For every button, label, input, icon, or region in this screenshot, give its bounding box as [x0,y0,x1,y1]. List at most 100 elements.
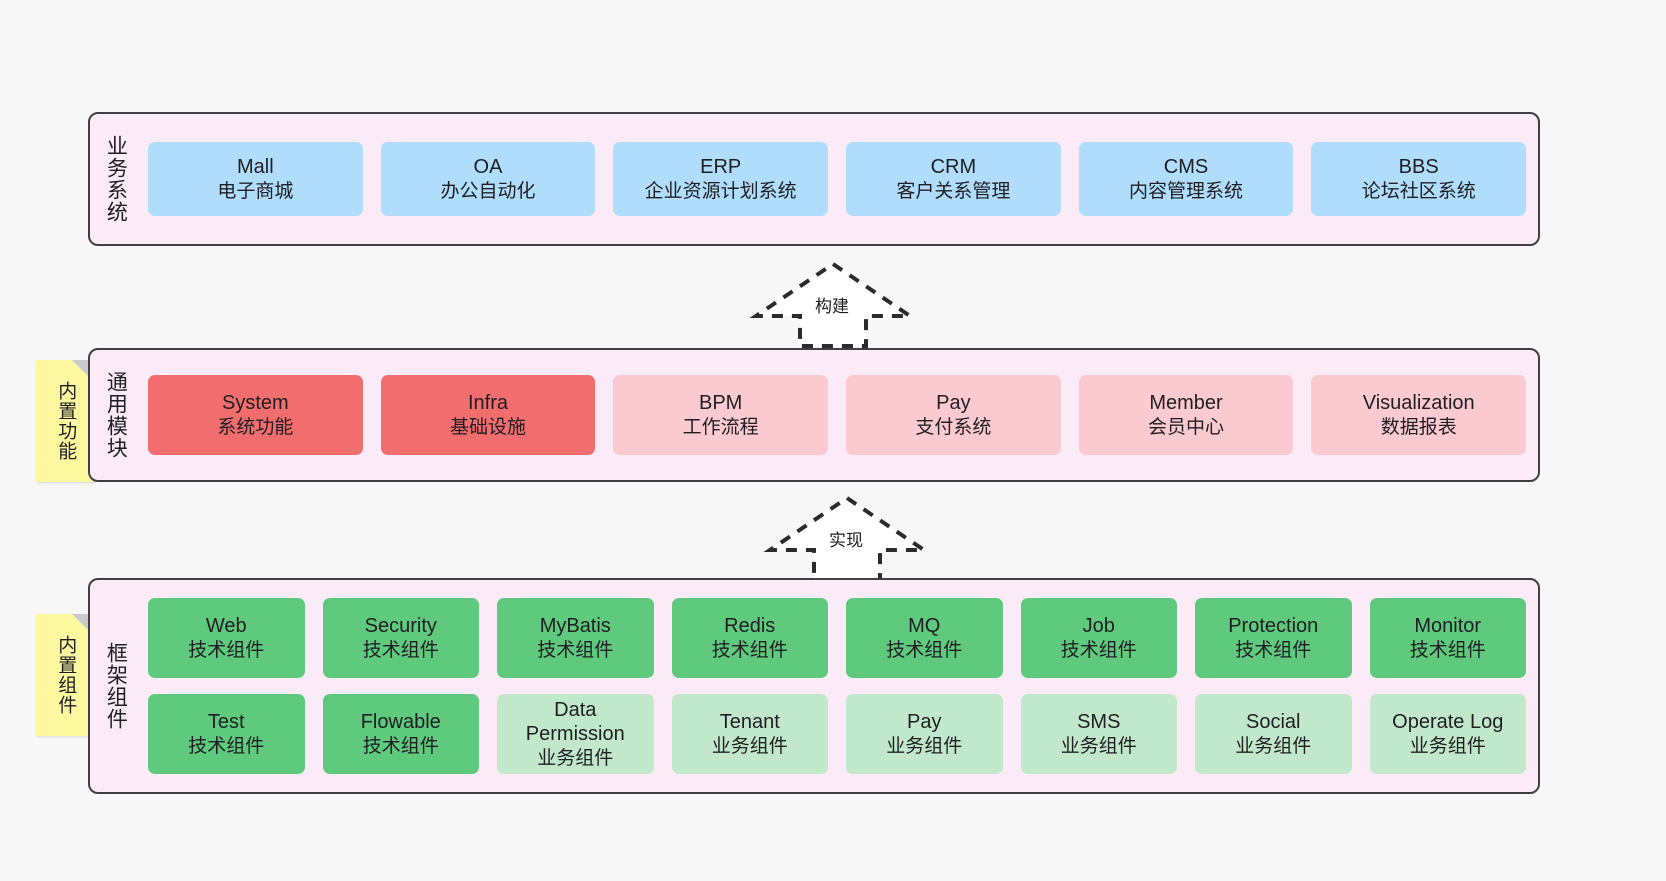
card-oa[interactable]: OA 办公自动化 [380,142,596,216]
card-title: Monitor [1414,615,1482,638]
card-pay-business[interactable]: Pay 业务组件 [846,694,1003,774]
card-bbs[interactable]: BBS 论坛社区系统 [1311,142,1527,216]
card-title: Social [1246,711,1301,734]
card-subtitle: 业务组件 [1060,735,1137,757]
card-protection[interactable]: Protection 技术组件 [1195,598,1352,678]
card-title: Operate Log [1392,711,1504,734]
card-subtitle: 技术组件 [1409,639,1486,661]
card-erp[interactable]: ERP 企业资源计划系统 [613,142,829,216]
connector-implement-label: 实现 [829,531,863,550]
card-row: Mall 电子商城 OA 办公自动化 ERP 企业资源计划系统 CRM 客户关系… [148,142,1527,216]
card-title: OA [473,156,503,179]
card-subtitle: 工作流程 [682,416,759,438]
card-job[interactable]: Job 技术组件 [1020,598,1177,678]
card-subtitle: 业务组件 [537,747,614,769]
card-title: System [221,392,289,415]
card-member[interactable]: Member 会员中心 [1078,375,1294,455]
card-row-technical: Web 技术组件 Security 技术组件 MyBatis 技术组件 Redi… [148,598,1526,678]
card-title: Infra [467,392,509,415]
card-operate-log[interactable]: Operate Log 业务组件 [1369,694,1526,774]
card-infra[interactable]: Infra 基础设施 [380,375,596,455]
card-title: Job [1082,615,1115,638]
card-subtitle: 业务组件 [886,735,963,757]
card-title: BPM [699,392,743,415]
card-subtitle: 业务组件 [1235,735,1312,757]
card-monitor[interactable]: Monitor 技术组件 [1369,598,1526,678]
card-mq[interactable]: MQ 技术组件 [846,598,1003,678]
card-subtitle: 系统功能 [217,416,294,438]
card-title: Pay [907,711,942,734]
card-title: BBS [1398,156,1439,179]
card-subtitle: 数据报表 [1380,416,1457,438]
layer-body-framework-components: Web 技术组件 Security 技术组件 MyBatis 技术组件 Redi… [140,580,1538,792]
card-subtitle: 业务组件 [1409,735,1486,757]
card-subtitle: 业务组件 [711,735,788,757]
card-redis[interactable]: Redis 技术组件 [671,598,828,678]
connector-build-label: 构建 [815,297,849,316]
card-system[interactable]: System 系统功能 [148,375,363,455]
card-title: Protection [1228,615,1319,638]
layer-framework-components: 框架组件 Web 技术组件 Security 技术组件 MyBatis 技术组件… [88,578,1540,794]
card-title: SMS [1077,711,1121,734]
layer-title-framework-components: 框架组件 [104,642,128,730]
card-title: MyBatis [539,615,611,638]
card-subtitle: 论坛社区系统 [1361,180,1476,202]
card-web[interactable]: Web 技术组件 [148,598,305,678]
card-subtitle: 技术组件 [1235,639,1312,661]
card-data-permission[interactable]: Data Permission 业务组件 [497,694,654,774]
card-mybatis[interactable]: MyBatis 技术组件 [497,598,654,678]
layer-title-business-systems: 业务系统 [104,135,128,223]
card-test[interactable]: Test 技术组件 [148,694,305,774]
card-title: Data Permission [525,699,625,746]
card-subtitle: 会员中心 [1148,416,1225,438]
card-title: CMS [1163,156,1209,179]
card-cms[interactable]: CMS 内容管理系统 [1078,142,1294,216]
card-subtitle: 技术组件 [711,639,788,661]
card-subtitle: 技术组件 [886,639,963,661]
card-pay[interactable]: Pay 支付系统 [846,375,1061,455]
card-subtitle: 基础设施 [450,416,527,438]
card-subtitle: 技术组件 [188,639,265,661]
card-subtitle: 技术组件 [362,639,439,661]
card-title: CRM [930,156,977,179]
card-title: MQ [908,615,941,638]
card-title: Flowable [360,711,441,734]
card-title: Test [207,711,245,734]
card-tenant[interactable]: Tenant 业务组件 [671,694,828,774]
card-subtitle: 支付系统 [915,416,992,438]
sticky-note-builtin-features: 内置功能 [36,360,94,482]
card-security[interactable]: Security 技术组件 [322,598,479,678]
card-mall[interactable]: Mall 电子商城 [148,142,363,216]
card-title: Redis [724,615,776,638]
connector-build-arrow [748,258,918,350]
card-title: ERP [700,156,742,179]
card-subtitle: 技术组件 [537,639,614,661]
layer-business-systems: 业务系统 Mall 电子商城 OA 办公自动化 ERP 企业资源计划系统 CRM… [88,112,1540,246]
layer-title-common-modules: 通用模块 [104,371,128,459]
card-subtitle: 客户关系管理 [896,180,1011,202]
layer-body-common-modules: System 系统功能 Infra 基础设施 BPM 工作流程 Pay 支付系统… [140,350,1538,480]
connector-implement-arrow [762,492,932,584]
card-title: Tenant [719,711,780,734]
card-title: Pay [936,392,971,415]
card-visualization[interactable]: Visualization 数据报表 [1311,375,1527,455]
card-title: Visualization [1362,392,1475,415]
card-social[interactable]: Social 业务组件 [1195,694,1352,774]
card-title: Member [1149,392,1223,415]
card-sms[interactable]: SMS 业务组件 [1020,694,1177,774]
sticky-note-label: 内置功能 [55,381,77,461]
card-title: Security [364,615,437,638]
card-subtitle: 技术组件 [362,735,439,757]
card-bpm[interactable]: BPM 工作流程 [613,375,829,455]
card-subtitle: 技术组件 [188,735,265,757]
card-crm[interactable]: CRM 客户关系管理 [846,142,1061,216]
card-subtitle: 内容管理系统 [1129,180,1244,202]
layer-body-business-systems: Mall 电子商城 OA 办公自动化 ERP 企业资源计划系统 CRM 客户关系… [140,114,1538,244]
sticky-note-builtin-components: 内置组件 [36,614,94,736]
card-flowable[interactable]: Flowable 技术组件 [322,694,479,774]
card-subtitle: 技术组件 [1060,639,1137,661]
card-subtitle: 办公自动化 [440,180,536,202]
card-row-business: Test 技术组件 Flowable 技术组件 Data Permission … [148,694,1526,774]
card-subtitle: 企业资源计划系统 [644,180,797,202]
